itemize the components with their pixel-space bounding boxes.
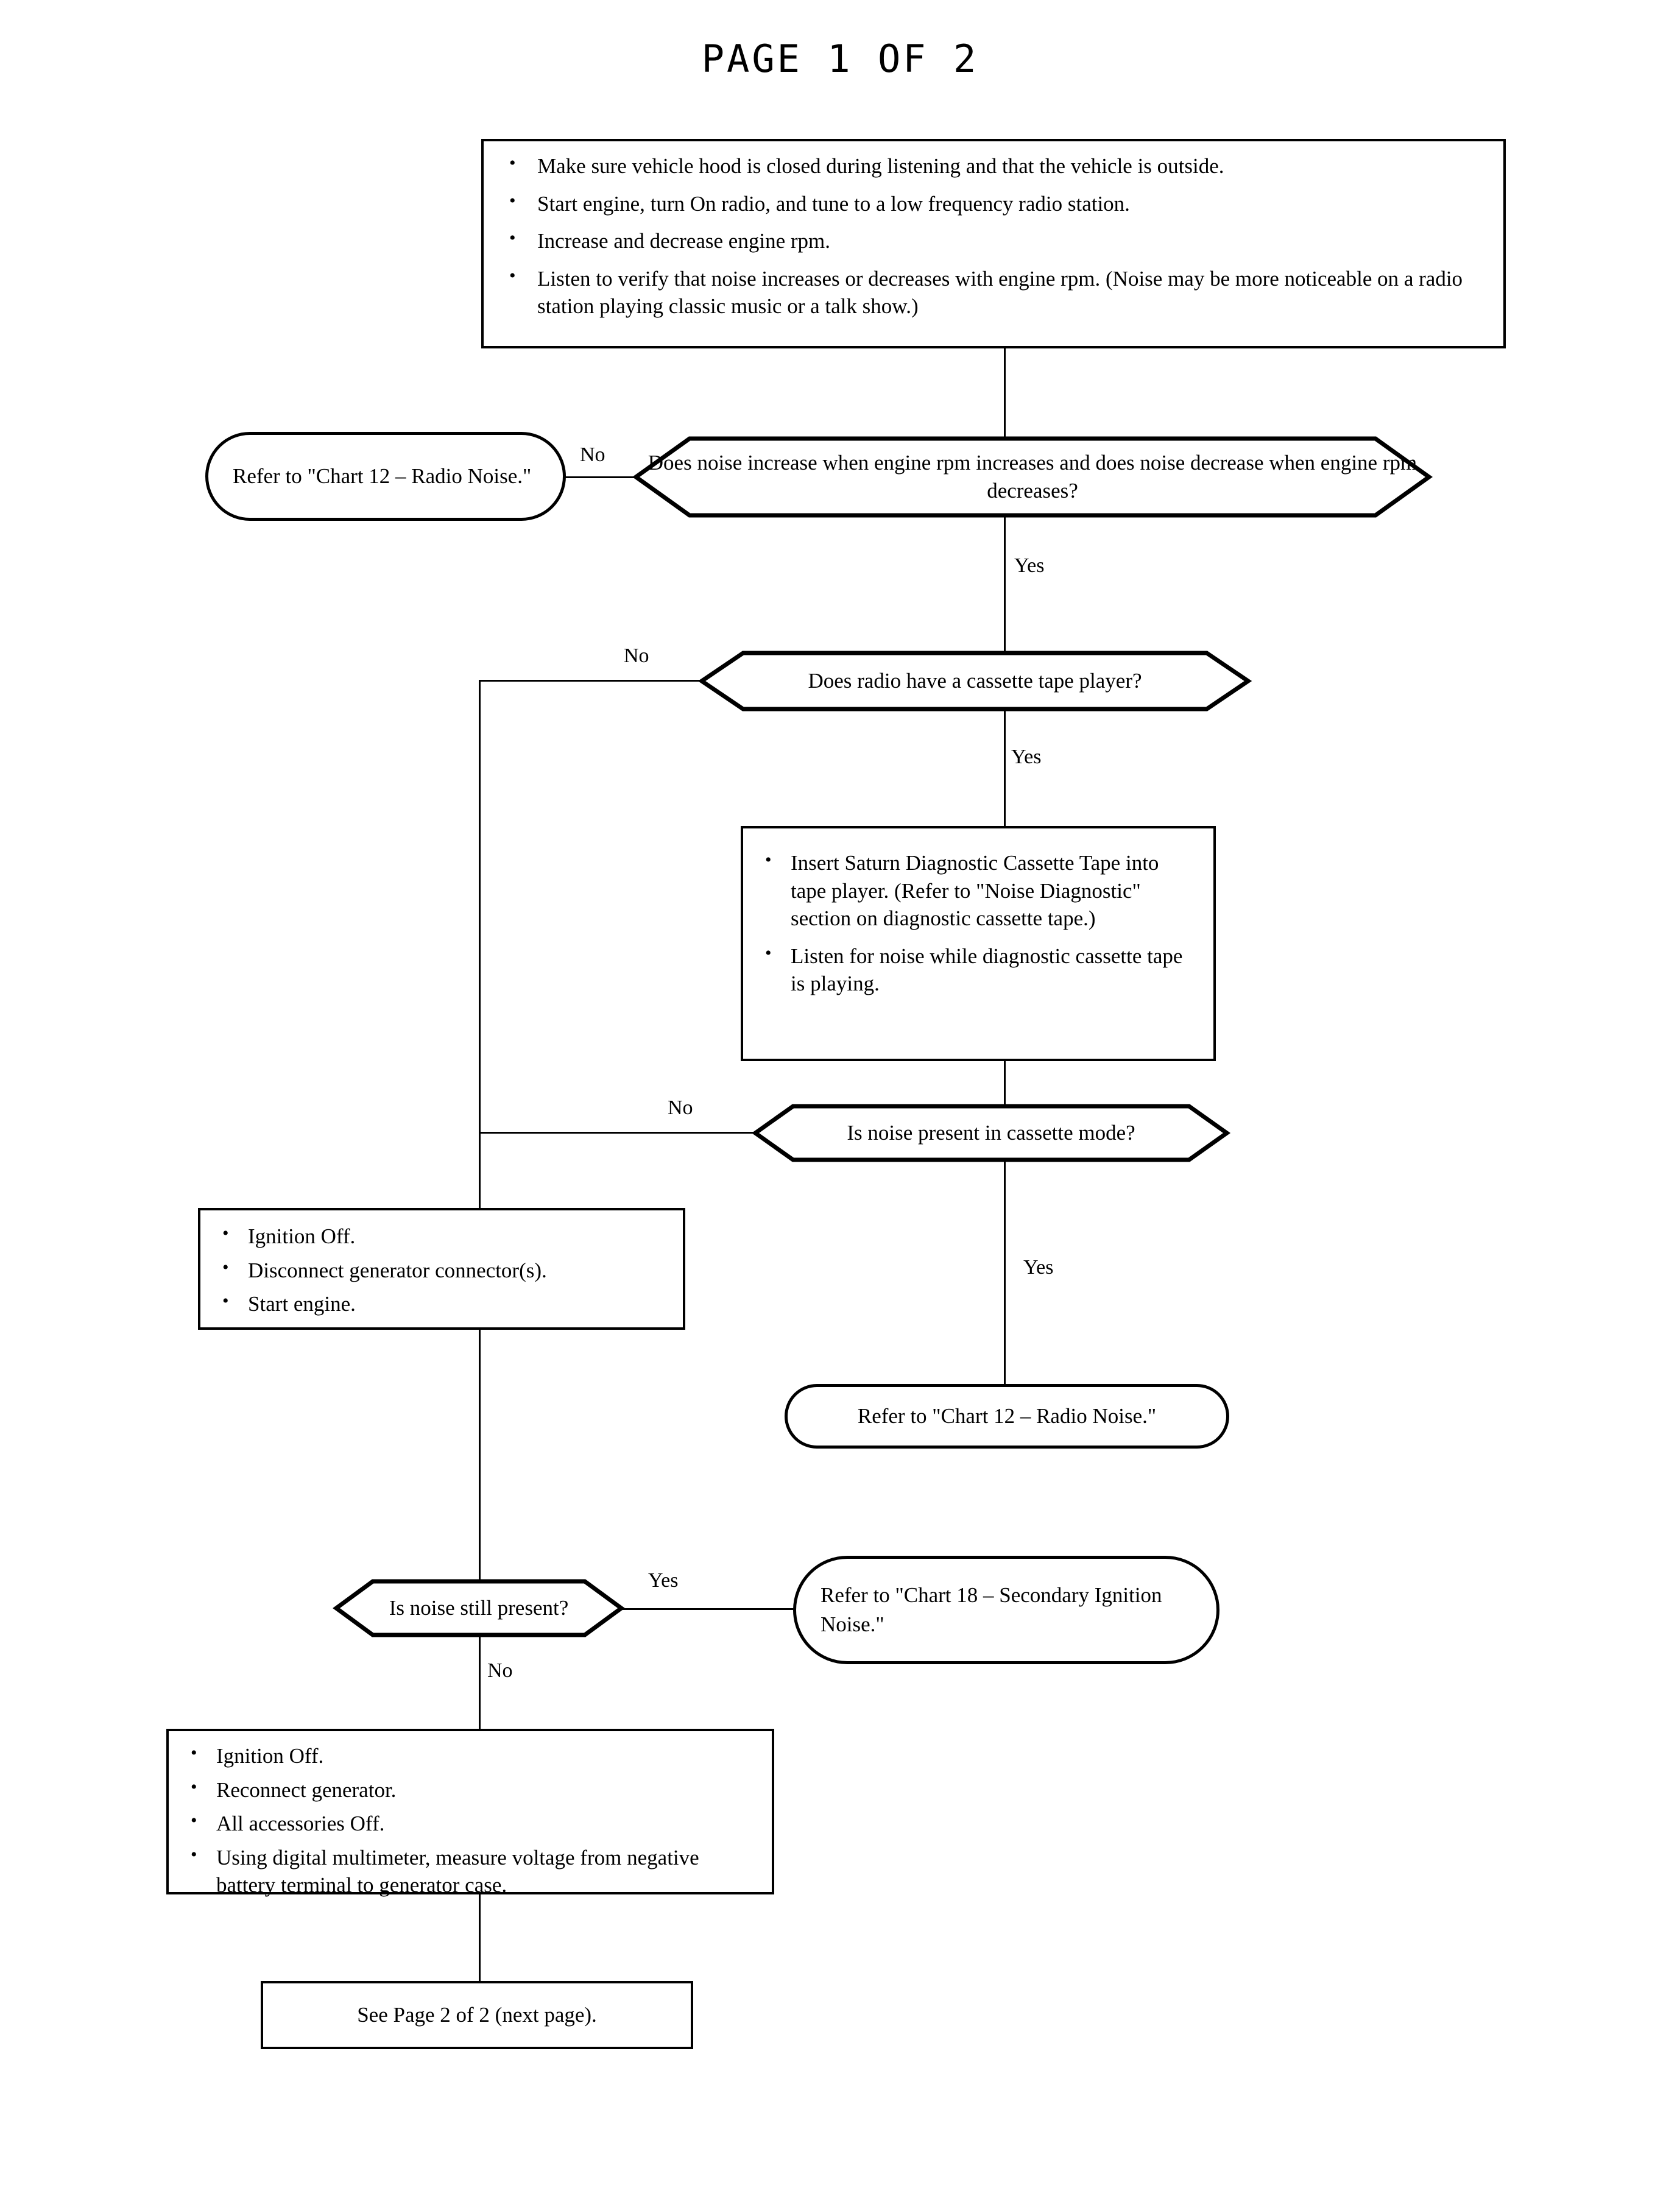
node-decision-cassette-player: Does radio have a cassette tape player? <box>699 651 1251 711</box>
hexagon-shape <box>753 1104 1229 1162</box>
edge-label-rpm-no: No <box>580 443 605 466</box>
connector-rpm-no <box>564 476 637 478</box>
list-item: Start engine, turn On radio, and tune to… <box>499 189 1488 218</box>
node-disconnect-generator: Ignition Off. Disconnect generator conne… <box>198 1208 685 1330</box>
connector-cassette-player-yes <box>1004 710 1006 827</box>
edge-label-cassette-noise-no: No <box>668 1096 693 1119</box>
list-item: Insert Saturn Diagnostic Cassette Tape i… <box>759 848 1198 933</box>
connector-cassette-noise-no <box>479 1132 755 1134</box>
node-terminal-chart12-b: Refer to "Chart 12 – Radio Noise." <box>785 1384 1229 1449</box>
node-decision-noise-still: Is noise still present? <box>334 1579 624 1637</box>
node-cassette-instructions: Insert Saturn Diagnostic Cassette Tape i… <box>741 826 1216 1061</box>
measure-voltage-list: Ignition Off. Reconnect generator. All a… <box>185 1741 756 1899</box>
next-page-text: See Page 2 of 2 (next page). <box>357 2002 597 2027</box>
hexagon-shape <box>699 651 1251 711</box>
cassette-instructions-list: Insert Saturn Diagnostic Cassette Tape i… <box>759 848 1198 998</box>
edge-label-cassette-player-no: No <box>624 644 649 667</box>
connector-noise-still-no <box>479 1636 481 1730</box>
terminal-chart12-a-text: Refer to "Chart 12 – Radio Noise." <box>233 464 532 489</box>
decision-cassette-player-text: Does radio have a cassette tape player? <box>808 668 1142 693</box>
list-item: Start engine. <box>216 1289 667 1318</box>
disconnect-generator-list: Ignition Off. Disconnect generator conne… <box>216 1221 667 1318</box>
start-instructions-list: Make sure vehicle hood is closed during … <box>499 151 1488 320</box>
list-item: Reconnect generator. <box>185 1775 756 1804</box>
edge-label-noise-still-yes: Yes <box>648 1569 679 1592</box>
list-item: Ignition Off. <box>185 1741 756 1770</box>
list-item: Using digital multimeter, measure voltag… <box>185 1843 756 1899</box>
list-item: Make sure vehicle hood is closed during … <box>499 151 1488 180</box>
list-item: Ignition Off. <box>216 1221 667 1251</box>
terminal-chart18-text: Refer to "Chart 18 – Secondary Ignition … <box>821 1583 1162 1636</box>
page-title: PAGE 1 OF 2 <box>701 37 979 81</box>
node-start-instructions: Make sure vehicle hood is closed during … <box>481 139 1506 348</box>
edge-label-cassette-player-yes: Yes <box>1011 746 1042 768</box>
connector-left-trunk-upper <box>479 680 481 1209</box>
decision-cassette-noise-text: Is noise present in cassette mode? <box>847 1120 1135 1145</box>
decision-noise-still-text: Is noise still present? <box>389 1595 569 1620</box>
connector-noise-still-yes <box>620 1608 797 1610</box>
list-item: Disconnect generator connector(s). <box>216 1255 667 1285</box>
node-next-page: See Page 2 of 2 (next page). <box>261 1981 693 2049</box>
decision-rpm-text: Does noise increase when engine rpm incr… <box>648 450 1417 503</box>
connector-cassette-player-no <box>479 680 702 682</box>
edge-label-rpm-yes: Yes <box>1014 554 1045 577</box>
list-item: Listen to verify that noise increases or… <box>499 264 1488 320</box>
node-decision-cassette-noise: Is noise present in cassette mode? <box>753 1104 1229 1162</box>
connector-left-trunk-mid <box>479 1330 481 1581</box>
list-item: Listen for noise while diagnostic casset… <box>759 941 1198 998</box>
connector-measure-to-nextpage <box>479 1894 481 1982</box>
node-terminal-chart12-a: Refer to "Chart 12 – Radio Noise." <box>205 432 566 521</box>
list-item: All accessories Off. <box>185 1809 756 1838</box>
hexagon-shape <box>334 1579 624 1637</box>
edge-label-cassette-noise-yes: Yes <box>1023 1256 1054 1279</box>
connector-start-to-rpm <box>1004 348 1006 437</box>
node-measure-voltage: Ignition Off. Reconnect generator. All a… <box>166 1729 774 1897</box>
node-decision-rpm: Does noise increase when engine rpm incr… <box>634 436 1431 518</box>
edge-label-noise-still-no: No <box>487 1659 513 1682</box>
connector-rpm-yes <box>1004 517 1006 680</box>
list-item: Increase and decrease engine rpm. <box>499 226 1488 255</box>
node-terminal-chart18: Refer to "Chart 18 – Secondary Ignition … <box>793 1556 1219 1664</box>
connector-cassette-noise-yes <box>1004 1161 1006 1384</box>
connector-cassette-to-noise <box>1004 1061 1006 1131</box>
terminal-chart12-b-text: Refer to "Chart 12 – Radio Noise." <box>857 1404 1157 1428</box>
